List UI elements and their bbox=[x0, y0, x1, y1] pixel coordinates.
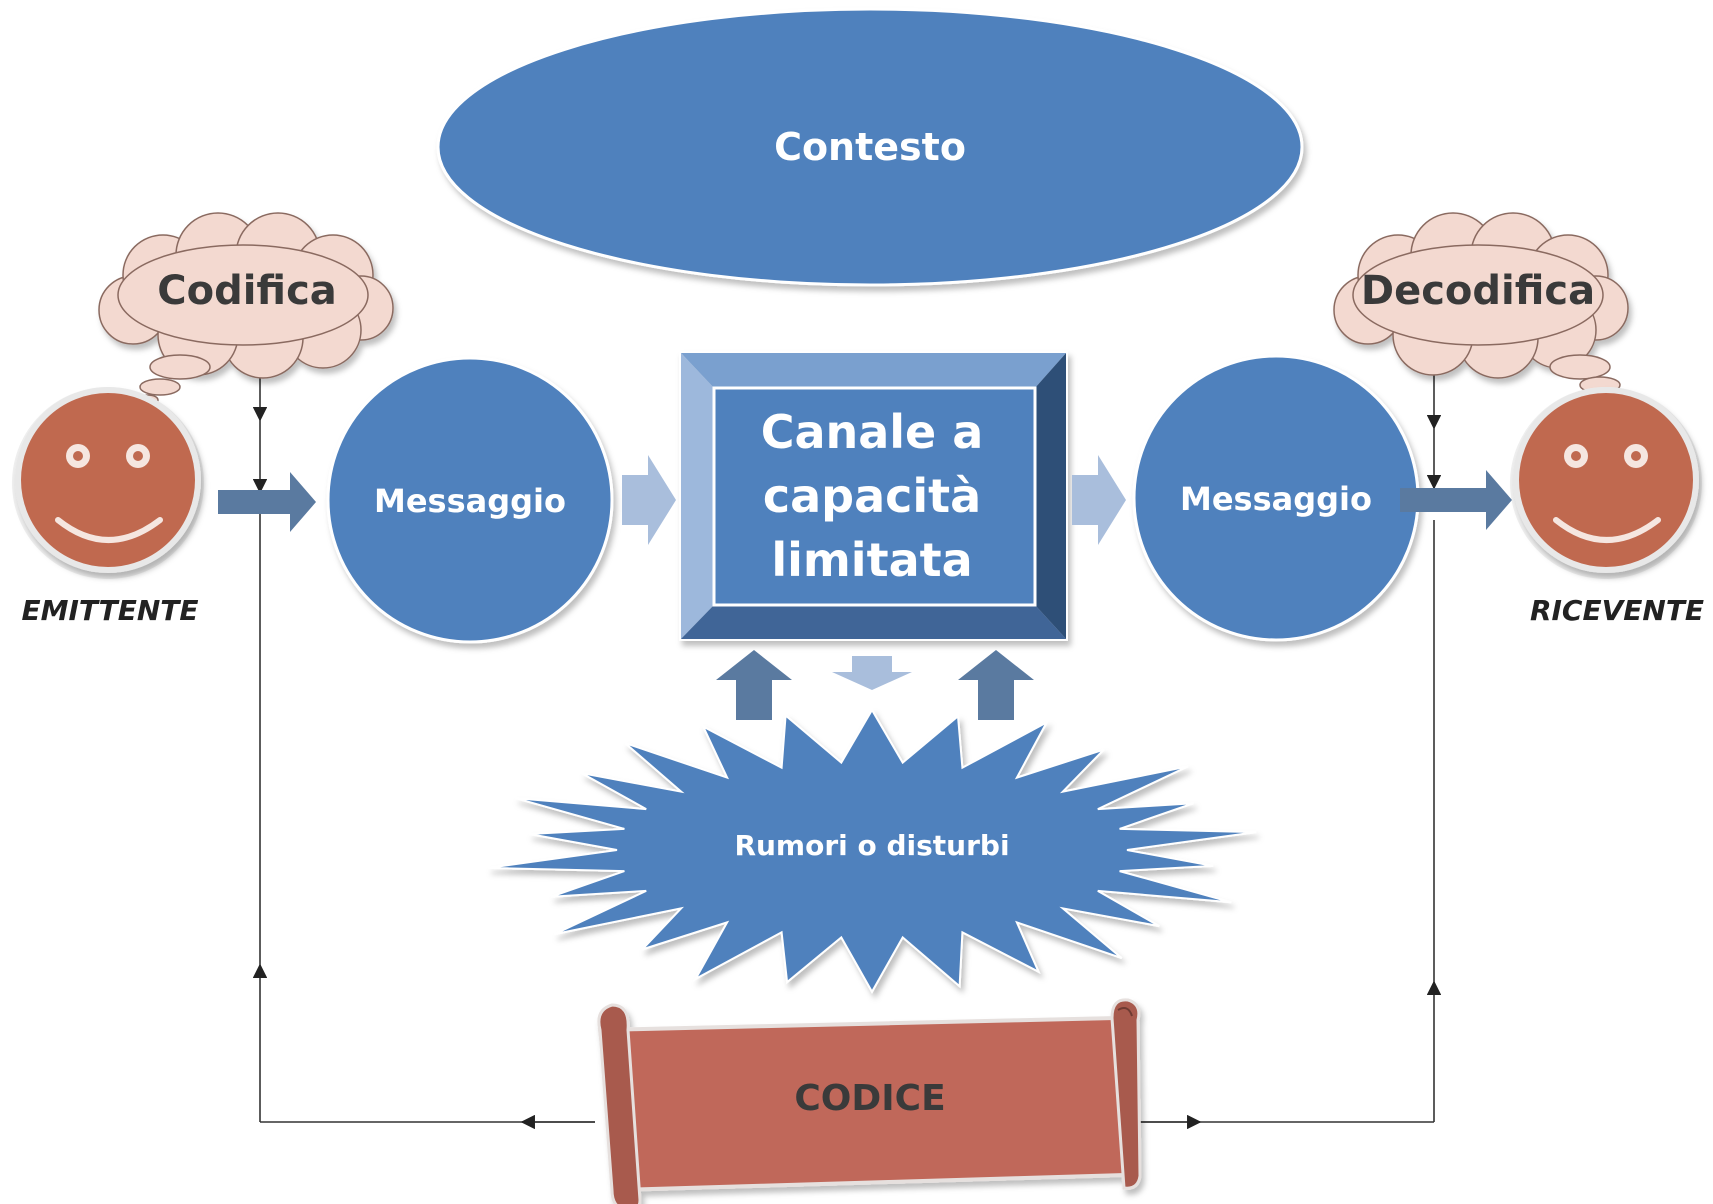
feedback-line-right bbox=[1140, 365, 1442, 1130]
message-left-circle: Messaggio bbox=[326, 356, 614, 644]
arrow-channel-down bbox=[832, 656, 912, 690]
encode-label: Codifica bbox=[157, 268, 337, 314]
sender-label: EMITTENTE bbox=[21, 594, 198, 627]
code-scroll bbox=[597, 998, 1142, 1204]
arrow-message-to-receiver bbox=[1400, 470, 1512, 530]
feedback-line-left bbox=[252, 365, 595, 1130]
message-left-label: Messaggio bbox=[374, 482, 566, 520]
channel-box bbox=[679, 351, 1068, 641]
arrow-noise-up-right bbox=[958, 650, 1034, 720]
channel-line-3: limitata bbox=[771, 533, 972, 587]
channel-line-2: capacità bbox=[763, 469, 981, 523]
context-ellipse: Contesto bbox=[436, 7, 1304, 287]
noise-label: Rumori o disturbi bbox=[734, 829, 1009, 862]
encode-cloud: Codifica bbox=[98, 212, 394, 406]
context-label: Contesto bbox=[774, 125, 966, 169]
decode-label: Decodifica bbox=[1361, 268, 1595, 314]
receiver-label: RICEVENTE bbox=[1530, 594, 1704, 627]
arrow-message-to-channel bbox=[622, 455, 676, 545]
receiver-face-icon bbox=[1510, 387, 1702, 579]
decode-cloud: Decodifica bbox=[1333, 212, 1629, 402]
code-label: CODICE bbox=[794, 1078, 945, 1119]
arrow-noise-up-left bbox=[716, 650, 792, 720]
arrow-channel-to-message bbox=[1072, 455, 1126, 545]
noise-starburst: Rumori o disturbi bbox=[488, 708, 1257, 994]
arrow-sender-to-message bbox=[218, 472, 316, 532]
message-right-circle: Messaggio bbox=[1132, 354, 1420, 642]
channel-line-1: Canale a bbox=[761, 405, 984, 459]
sender-face-icon bbox=[12, 387, 204, 579]
message-right-label: Messaggio bbox=[1180, 480, 1372, 518]
